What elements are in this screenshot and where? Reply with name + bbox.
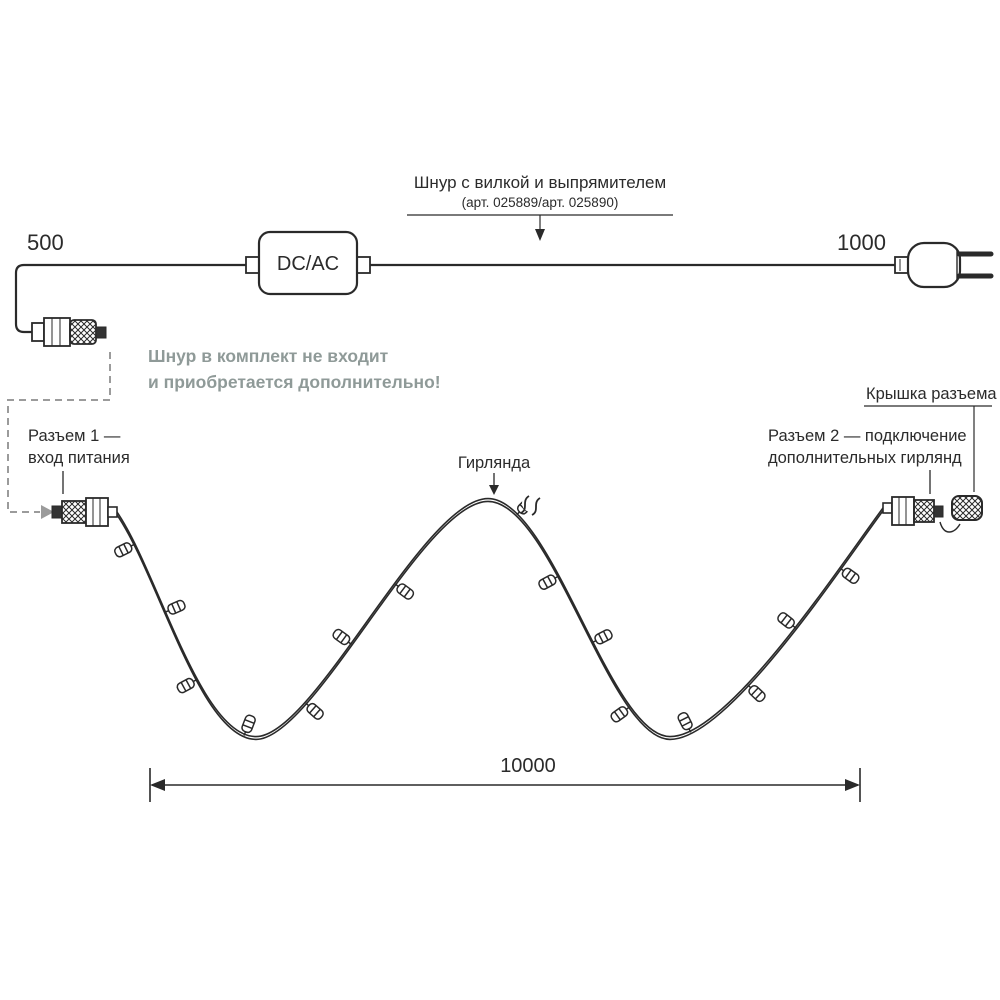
dashed-route xyxy=(7,352,111,519)
power-cord-wire xyxy=(14,263,895,334)
dcac-label: DC/AC xyxy=(277,253,339,275)
connector2-label-group: Разъем 2 — подключение дополнительных ги… xyxy=(768,427,967,494)
lamp xyxy=(676,710,696,736)
connector2-line2: дополнительных гирлянд xyxy=(768,449,962,467)
cord-title: Шнур с вилкой и выпрямителем xyxy=(414,173,666,192)
wire-break-mark xyxy=(520,494,541,516)
garland-label: Гирлянда xyxy=(458,454,531,472)
dimension-10000: 10000 xyxy=(149,755,861,802)
garland-wire xyxy=(115,497,885,741)
cord-subtitle: (арт. 025889/арт. 025890) xyxy=(462,195,619,210)
connector-1 xyxy=(51,497,118,527)
power-plug xyxy=(894,241,994,289)
dashed-arrow-icon xyxy=(41,505,54,519)
connector1-line1: Разъем 1 — xyxy=(28,427,121,445)
dim-arrow-right-icon xyxy=(845,779,860,791)
cap-label: Крышка разъема xyxy=(866,385,997,403)
cap-leash xyxy=(939,521,961,533)
down-arrow-icon xyxy=(535,229,545,241)
connector-power-cord-end xyxy=(31,317,107,347)
garland-label-group: Гирлянда xyxy=(458,454,531,495)
lamps-layer xyxy=(112,495,862,739)
connector1-line2: вход питания xyxy=(28,449,130,467)
connector-cap xyxy=(939,495,983,533)
garland-arrow-icon xyxy=(489,485,499,495)
connector2-line1: Разъем 2 — подключение xyxy=(768,427,967,445)
note-line1: Шнур в комплект не входит xyxy=(148,346,389,366)
converter-left-nub xyxy=(245,256,260,274)
dim-total-label: 10000 xyxy=(500,755,556,777)
cord-label-group: Шнур с вилкой и выпрямителем (арт. 02588… xyxy=(407,173,673,241)
dim-500: 500 xyxy=(27,230,64,255)
connector-2 xyxy=(882,496,944,526)
connector1-label-group: Разъем 1 — вход питания xyxy=(28,427,130,494)
dcac-converter: DC/AC xyxy=(257,230,359,296)
dim-arrow-left-icon xyxy=(150,779,165,791)
note-line2: и приобретается дополнительно! xyxy=(148,372,441,392)
dim-1000: 1000 xyxy=(837,230,886,255)
converter-right-nub xyxy=(356,256,371,274)
cap-label-group: Крышка разъема xyxy=(864,385,997,492)
